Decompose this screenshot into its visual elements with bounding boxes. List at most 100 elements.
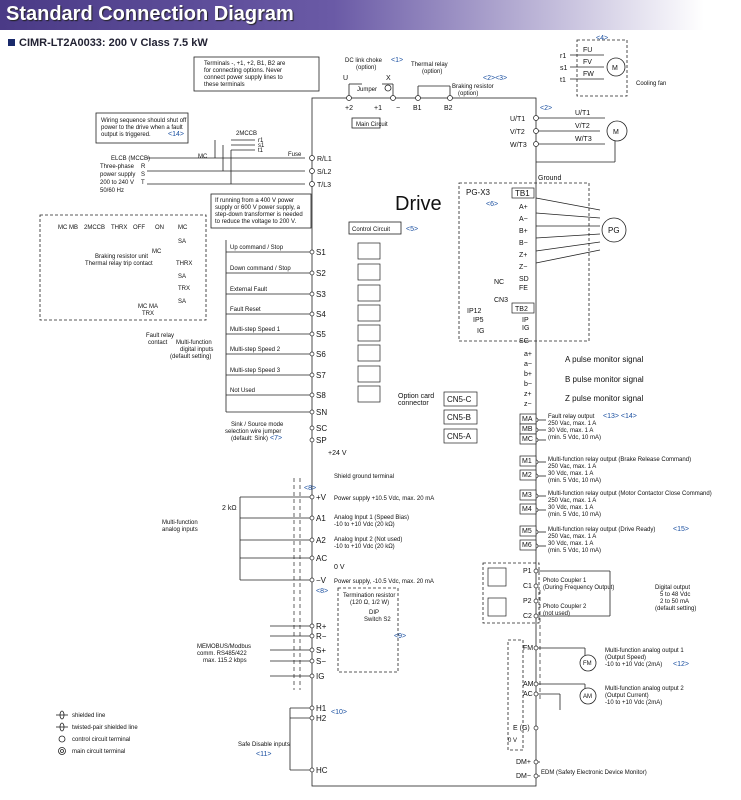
ref-2-3: <2><3> <box>483 75 507 82</box>
opt-connector-2: connector <box>398 400 429 407</box>
terminal-r-minus: R− <box>316 632 327 641</box>
tb2-ig: IG <box>522 325 529 332</box>
supply-r: R <box>141 164 146 170</box>
photo-box <box>482 562 540 624</box>
terminal-s6: S6 <box>316 350 326 359</box>
terminal-s3: S3 <box>316 290 326 299</box>
zero-volt: 0 V <box>334 564 345 571</box>
modbus-1: MEMOBUS/Modbus <box>197 644 251 650</box>
note-wiring-1: Wiring sequence should shut off <box>101 118 187 124</box>
a2-desc-1: Analog Input 2 (Not used) <box>334 537 402 543</box>
pc2-2: (not used) <box>543 611 570 617</box>
main-circuit-label: Main Circuit <box>356 122 388 128</box>
terminal-mb: MB <box>522 426 533 433</box>
safe-disable-label: Safe Disable inputs <box>238 742 290 748</box>
motor-u-t1: U/T1 <box>575 110 590 117</box>
input-optocouplers <box>357 242 507 617</box>
input-label-s2: Down command / Stop <box>230 266 291 272</box>
note-wiring-3: output is triggered. <box>101 132 151 138</box>
fan-fu: FU <box>583 47 592 54</box>
aout2-3: -10 to +10 Vdc (2mA) <box>605 700 662 706</box>
mfai-1: Multi-function <box>162 520 198 526</box>
pg-cn3: CN3 <box>494 297 508 304</box>
aout1-2: (Output Speed) <box>605 655 646 661</box>
seq-2mccb: 2MCCB <box>84 225 105 231</box>
terminal-c1: C1 <box>523 583 532 590</box>
terminal-s1: S1 <box>316 248 326 257</box>
ref-13-14: <13> <14> <box>603 413 637 420</box>
supply-2mccb: 2MCCB <box>236 131 257 137</box>
a2-desc-2: -10 to +10 Vdc (20 kΩ) <box>334 544 395 550</box>
seq-mc-2: MC <box>152 249 162 255</box>
dc-choke-label: DC link choke <box>345 58 383 64</box>
thermal-relay-label: Thermal relay <box>411 62 448 68</box>
terminal-t-l3: T/L3 <box>317 182 331 189</box>
terminal-a1: A1 <box>316 514 326 523</box>
shield-ground-label: Shield ground terminal <box>334 474 394 480</box>
terminal-m5: M5 <box>522 528 532 535</box>
fan-t1: t1 <box>560 77 566 84</box>
terminal-r-l1: R/L1 <box>317 156 332 163</box>
note-terminals-2: for connecting options. Never <box>204 68 282 74</box>
model-label: CIMR-LT2A0033: 200 V Class 7.5 kW <box>19 37 208 49</box>
relay0-l1: 250 Vac, max. 1 A <box>548 421 596 427</box>
input-label-s1: Up command / Stop <box>230 245 284 251</box>
thermal-relay-option: (option) <box>422 69 442 75</box>
relay0-l3: (min. 5 Vdc, 10 mA) <box>548 435 601 441</box>
terminal-a2: A2 <box>316 536 326 545</box>
ref-10: <10> <box>331 709 347 716</box>
legend-main: main circuit terminal <box>72 749 125 755</box>
ref-7: <7> <box>270 435 282 442</box>
tb2-label: TB2 <box>515 306 528 313</box>
sink-3: (default: Sink) <box>231 436 268 442</box>
fault-relay-label: Fault relay <box>146 333 174 339</box>
motor-w-t3: W/T3 <box>575 136 592 143</box>
sig-a-label: A pulse monitor signal <box>565 355 643 364</box>
relay2-l2: 30 Vdc, max. 1 A <box>548 505 593 511</box>
terminal-minus: − <box>396 105 400 112</box>
sink-2: selection wire jumper <box>225 429 281 435</box>
fan-fv: FV <box>583 59 592 66</box>
note-400v-1: If running from a 400 V power <box>215 198 294 204</box>
meter-am: AM <box>583 694 592 700</box>
relay3-l2: 30 Vdc, max. 1 A <box>548 541 593 547</box>
plus-v-desc: Power supply +10.5 Vdc, max. 20 mA <box>334 496 434 502</box>
ref-2: <2> <box>540 105 552 112</box>
relay2-l1: 250 Vac, max. 1 A <box>548 498 596 504</box>
ref-1: <1> <box>391 57 403 64</box>
seq-thrx: THRX <box>111 225 127 231</box>
mon-z-minus: z− <box>524 401 532 408</box>
relay0-title: Fault relay output <box>548 414 595 420</box>
relay1-title: Multi-function relay output (Brake Relea… <box>548 457 691 463</box>
terminal-sc: SC <box>316 424 327 433</box>
terminal-ma: MA <box>522 416 533 423</box>
termination-box <box>337 587 399 673</box>
terminal-m3: M3 <box>522 492 532 499</box>
terminal-m6: M6 <box>522 542 532 549</box>
modbus-3: max. 115.2 kbps <box>203 658 247 664</box>
seq-on: ON <box>155 225 164 231</box>
drive-label: Drive <box>395 193 442 215</box>
terminal-am: AM <box>523 681 534 688</box>
pg-encoder-label: PG <box>608 226 620 235</box>
a1-desc-2: -10 to +10 Vdc (20 kΩ) <box>334 522 395 528</box>
termination-1: Termination resistor <box>343 593 395 599</box>
mon-a-plus: a+ <box>524 351 532 358</box>
terminal-s5: S5 <box>316 330 326 339</box>
ref-8-bottom: <8> <box>316 588 328 595</box>
tb1-b-minus: B− <box>519 240 528 247</box>
control-circuit-box <box>348 221 402 235</box>
terminal-ac: AC <box>316 554 327 563</box>
supply-mc: MC <box>198 154 208 160</box>
relay2-title: Multi-function relay output (Motor Conta… <box>548 491 712 497</box>
seq-br-trip: Thermal relay trip contact <box>85 261 153 267</box>
tb1-z-plus: Z+ <box>519 252 527 259</box>
pg-box <box>458 182 590 342</box>
terminal-plus1: +1 <box>374 105 382 112</box>
choke-x: X <box>386 75 391 82</box>
pc2-1: Photo Coupler 2 <box>543 604 587 610</box>
terminal-block-boxes <box>443 187 537 551</box>
pg-fe: FE <box>519 285 528 292</box>
seq-sa-3: SA <box>178 299 186 305</box>
